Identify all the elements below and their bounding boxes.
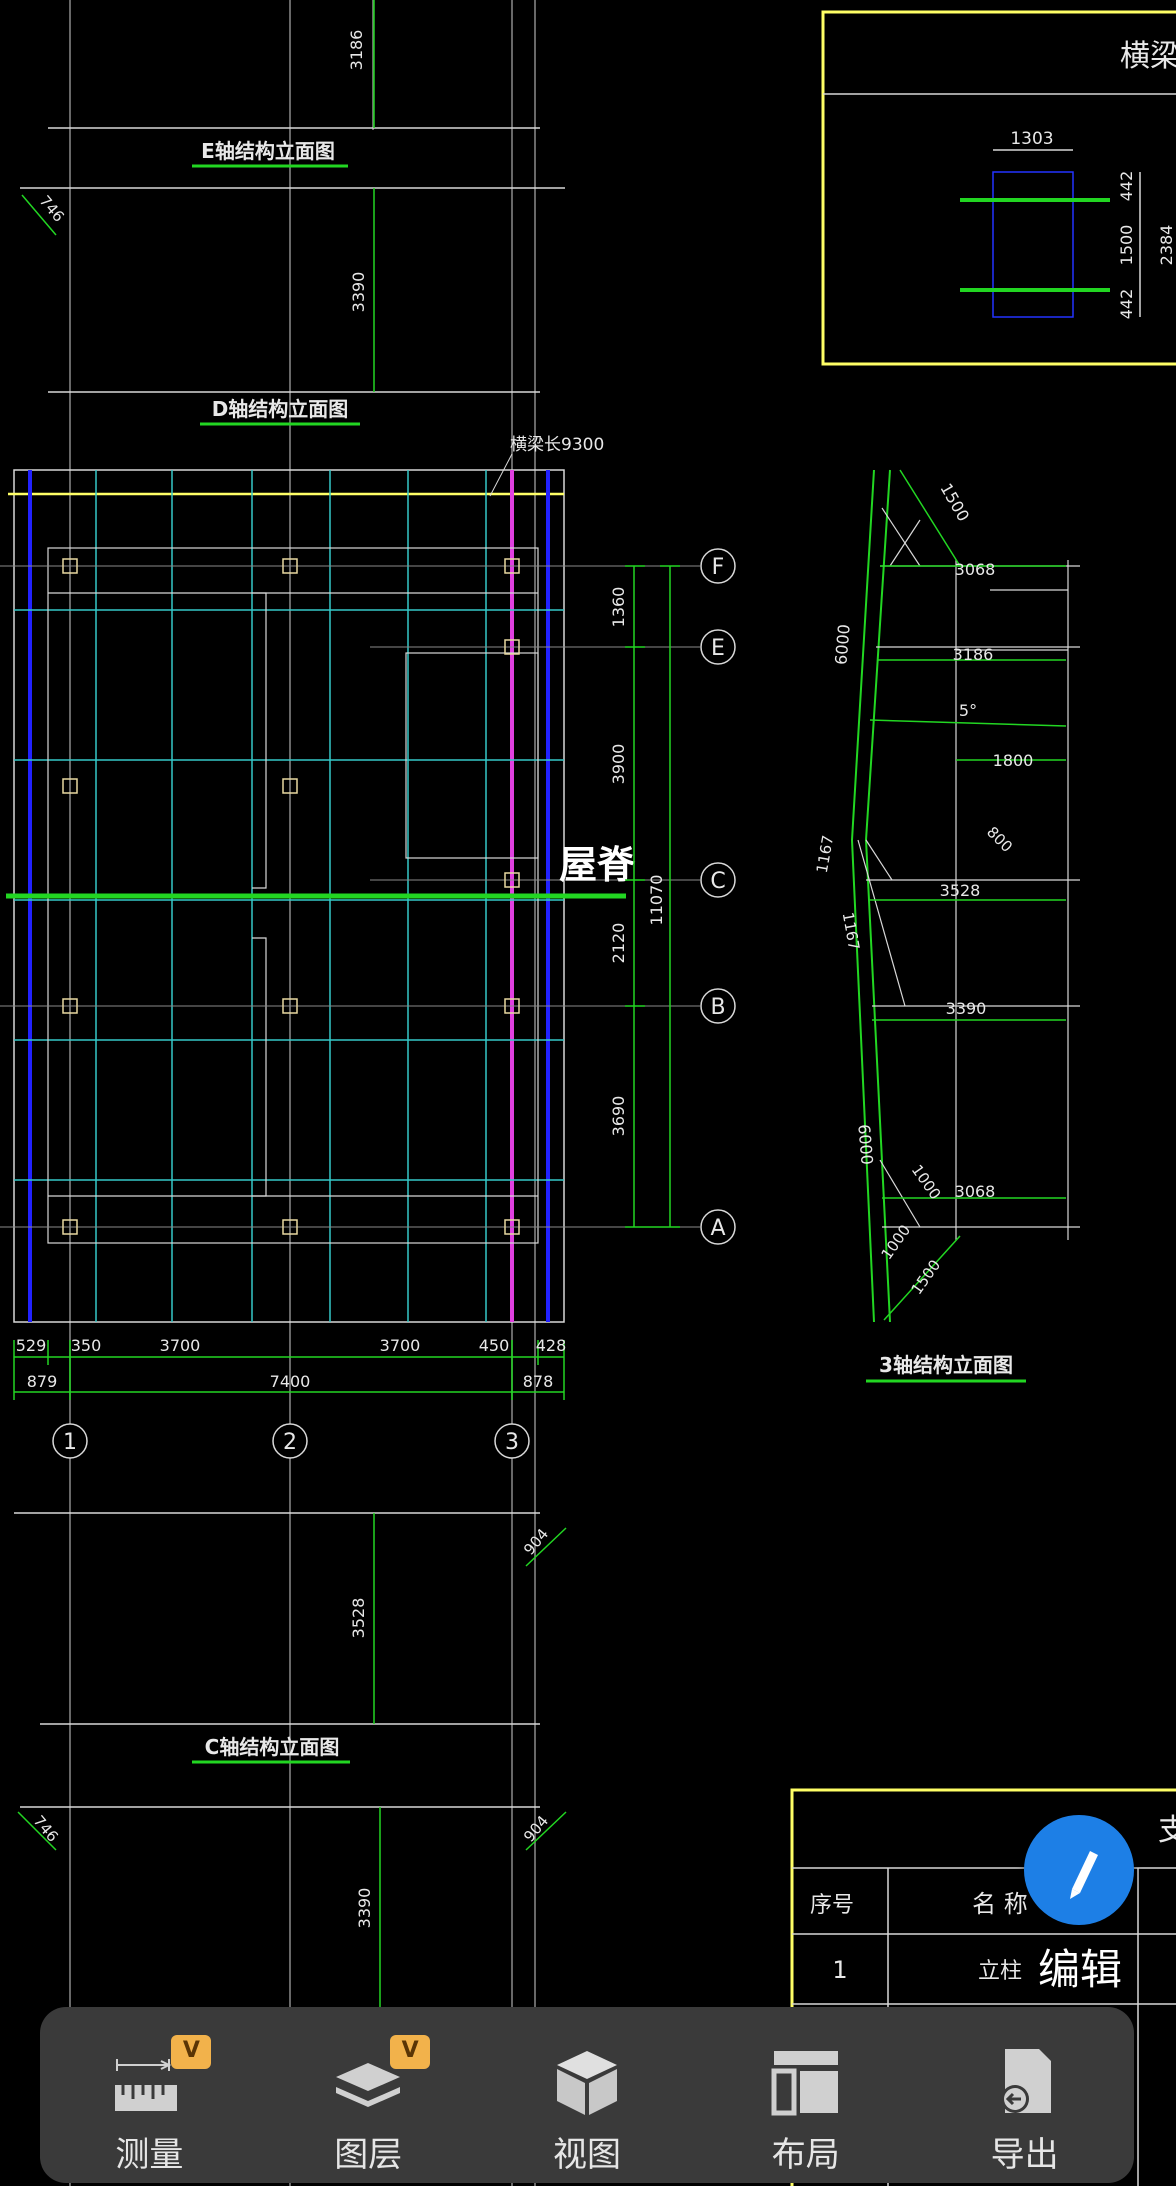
measure-button[interactable]: V 测量 [69, 2007, 229, 2183]
dim-plan-1360: 1360 [609, 587, 628, 628]
dim-plan-3700b: 3700 [380, 1336, 421, 1355]
table-cell-index: 1 [832, 1956, 847, 1984]
axis3-elevation: 1500 6000 3068 3186 5° 1800 800 1167 352… [813, 469, 1080, 1383]
axis-bubble-E: E [711, 636, 725, 661]
dim-c-904-lower: 904 [520, 1812, 552, 1846]
dim-axis3-3068-bottom: 3068 [955, 1182, 996, 1201]
bottom-toolbar: V 测量 V 图层 视图 [40, 2007, 1134, 2183]
export-button[interactable]: 导出 [945, 2007, 1105, 2183]
dim-detail-442a: 442 [1117, 171, 1136, 202]
dim-plan-11070: 11070 [647, 875, 666, 926]
dim-detail-width: 1303 [1010, 129, 1053, 149]
dim-axis3-1000a: 1000 [908, 1161, 945, 1203]
axis-bubble-F: F [712, 555, 725, 580]
ridge-label: 屋脊 [559, 843, 636, 887]
structure-plan: 横梁长9300 屋脊 1360 3900 2120 3690 11070 F E… [0, 435, 736, 1459]
dim-axis3-angle: 5° [959, 701, 977, 720]
table-header-index: 序号 [810, 1893, 854, 1918]
dim-c-904-upper: 904 [520, 1525, 552, 1559]
dim-axis3-3186: 3186 [953, 645, 994, 664]
title-c-axis: C轴结构立面图 [205, 1735, 340, 1759]
layers-label: 图层 [334, 2135, 403, 2175]
dim-axis3-1167b: 1167 [839, 911, 863, 952]
dim-plan-450: 450 [479, 1336, 510, 1355]
dim-plan-3690: 3690 [609, 1096, 628, 1137]
vip-badge-measure: V [171, 2035, 212, 2069]
dim-axis3-1800: 1800 [993, 751, 1034, 770]
dim-plan-3700a: 3700 [160, 1336, 201, 1355]
dim-axis3-800: 800 [983, 823, 1016, 856]
view-label: 视图 [552, 2135, 621, 2175]
dim-detail-442b: 442 [1117, 289, 1136, 320]
table-cell-name: 立柱 [978, 1959, 1022, 1984]
axis-grid-lines [69, 0, 536, 2186]
dim-detail-1500: 1500 [1117, 225, 1136, 266]
layout-button[interactable]: 布局 [726, 2007, 886, 2183]
layers-icon: V [328, 2035, 431, 2121]
edit-button[interactable] [1024, 1815, 1134, 1925]
measure-label: 测量 [115, 2135, 184, 2175]
layout-icon [766, 2041, 846, 2121]
dim-c-3390: 3390 [355, 1888, 374, 1929]
dim-axis3-1500-top: 1500 [936, 480, 973, 525]
dim-e-slant: 746 [36, 192, 68, 226]
dim-plan-7400: 7400 [270, 1372, 311, 1391]
ruler-icon: V [109, 2035, 212, 2121]
view-button[interactable]: 视图 [507, 2007, 667, 2183]
dim-axis3-1500-bottom: 1500 [908, 1256, 945, 1298]
axis-bubble-B: B [710, 995, 725, 1020]
pencil-icon [1070, 1851, 1098, 1899]
export-label: 导出 [990, 2135, 1059, 2175]
table-header-name: 名 称 [972, 1890, 1028, 1918]
title-beam-position: 横梁位 [1120, 39, 1176, 74]
dim-plan-879: 879 [27, 1372, 58, 1391]
dim-c-3528: 3528 [349, 1598, 368, 1639]
axis-bubble-A: A [710, 1216, 725, 1241]
dim-e-height: 3390 [349, 272, 368, 313]
dim-c-746: 746 [30, 1812, 62, 1846]
edit-label: 编辑 [1037, 1945, 1122, 1994]
dim-axis3-1167a: 1167 [813, 834, 837, 875]
title-support-table: 支架型 [1158, 1813, 1176, 1848]
title-axis3: 3轴结构立面图 [879, 1353, 1013, 1377]
dim-axis3-3068-top: 3068 [955, 560, 996, 579]
beam-position-detail: 横梁位 1303 442 1500 442 2384 [821, 10, 1176, 366]
export-file-icon [985, 2041, 1065, 2121]
e-axis-elevation: 3186 3390 746 E轴结构立面图 D轴结构立面图 [20, 0, 565, 426]
dim-axis3-3528: 3528 [940, 881, 981, 900]
dim-plan-3900: 3900 [609, 744, 628, 785]
axis-bubble-C: C [710, 869, 725, 894]
cube-icon [547, 2041, 627, 2121]
dim-detail-2384: 2384 [1157, 225, 1176, 266]
layers-button[interactable]: V 图层 [288, 2007, 448, 2183]
dim-plan-428: 428 [536, 1336, 567, 1355]
axis-bubble-2: 2 [283, 1430, 297, 1455]
dim-axis3-3390: 3390 [946, 999, 987, 1018]
dim-e-top: 3186 [347, 30, 366, 71]
dim-plan-350: 350 [71, 1336, 102, 1355]
dim-axis3-6000-bottom: 6000 [854, 1123, 876, 1165]
dim-axis3-6000-top: 6000 [831, 623, 853, 665]
beam-length-note: 横梁长9300 [510, 435, 604, 455]
axis-bubble-3: 3 [505, 1430, 519, 1455]
title-e-axis: E轴结构立面图 [201, 139, 335, 163]
title-d-axis: D轴结构立面图 [212, 397, 349, 421]
axis-bubble-1: 1 [63, 1430, 77, 1455]
dim-plan-529: 529 [16, 1336, 47, 1355]
layout-label: 布局 [771, 2135, 840, 2175]
dim-plan-2120: 2120 [609, 923, 628, 964]
dim-plan-878: 878 [523, 1372, 554, 1391]
vip-badge-layers: V [390, 2035, 431, 2069]
